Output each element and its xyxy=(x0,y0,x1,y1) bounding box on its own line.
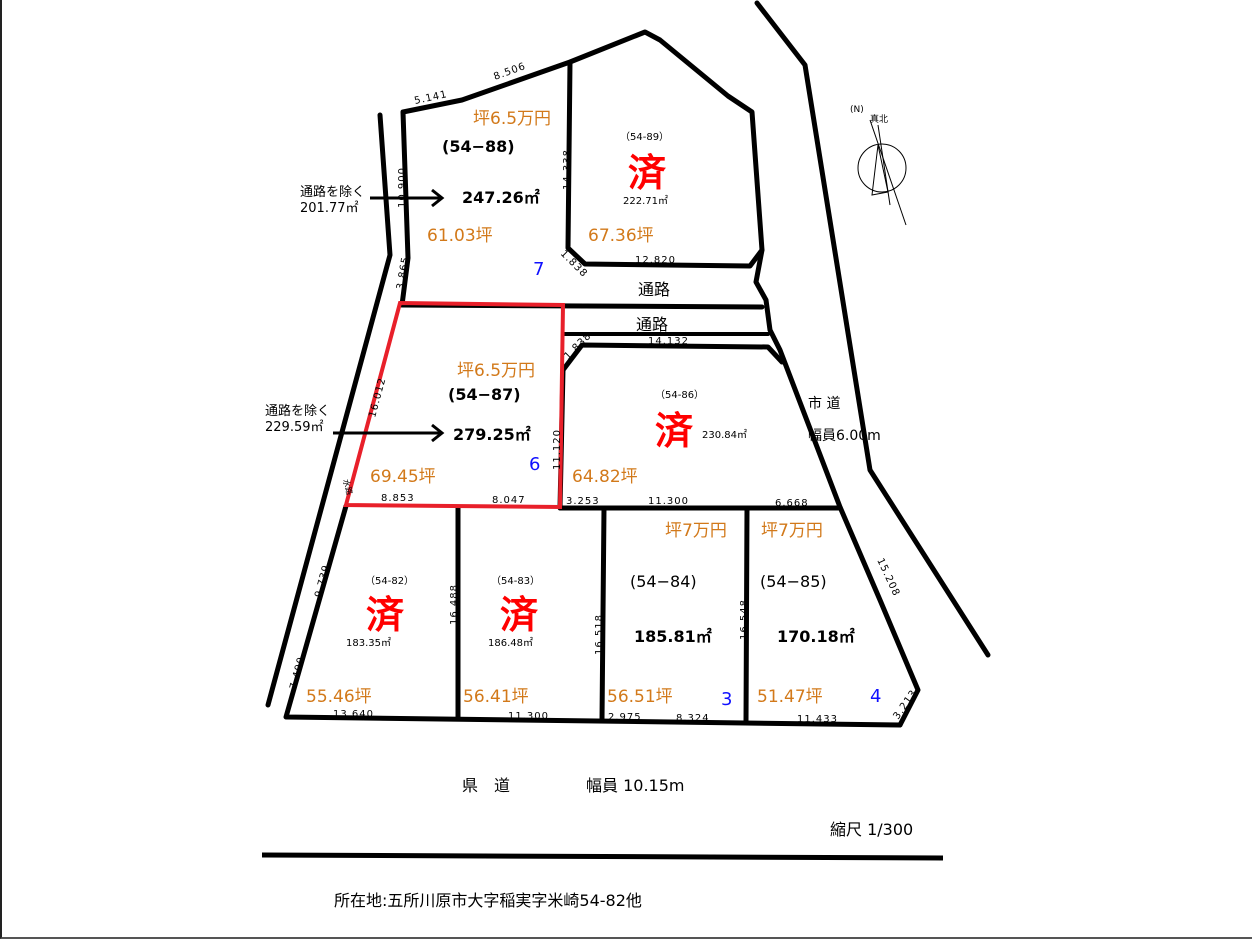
city-road-label: 市 道 xyxy=(808,395,840,412)
dim-label: 2.975 xyxy=(608,712,642,723)
dim-label: 6.668 xyxy=(775,498,809,509)
dim-label: 7.400 xyxy=(288,655,307,690)
lot-88-area: 247.26㎡ xyxy=(462,188,540,207)
dim-label: 11.433 xyxy=(797,714,838,725)
divider-83-84 xyxy=(599,505,607,723)
lot-88-boundary xyxy=(399,29,765,308)
lot-87-tsubo: 69.45坪 xyxy=(370,467,436,487)
arrow-right-icon xyxy=(333,423,445,443)
north-compass-icon: (N) 真北 xyxy=(850,105,907,226)
lot-87-number: 6 xyxy=(529,454,540,475)
lot-86-area: 230.84㎡ xyxy=(702,429,747,441)
lot-83-sold-mark: 済 xyxy=(500,593,539,637)
dim-label: 16.012 xyxy=(367,376,388,418)
pref-road-label: 県 道 xyxy=(462,776,510,795)
lot-boundary-right xyxy=(753,247,921,728)
lot-85-area: 170.18㎡ xyxy=(777,627,855,646)
lot-86-tsubo: 64.82坪 xyxy=(572,467,638,487)
lot-82-sold-mark: 済 xyxy=(366,593,405,637)
location-label: 所在地:五所川原市大字稲実字米崎54-82他 xyxy=(334,891,642,910)
waterway-label: 水路 xyxy=(341,478,355,496)
lot-86-boundary xyxy=(560,342,785,373)
lot-89-id: （54-89） xyxy=(620,131,669,143)
lot-85-tsubo: 51.47坪 xyxy=(757,687,823,707)
lot-87-excl-label: 通路を除く xyxy=(265,403,330,419)
dim-label: 10.900 xyxy=(397,167,408,208)
lot-87-id: (54−87) xyxy=(448,385,521,404)
lot-85-price: 坪7万円 xyxy=(761,521,823,541)
lot-88-excl-label: 通路を除く xyxy=(300,184,365,200)
lot-82-id: （54-82） xyxy=(365,575,414,587)
lot-89-tsubo: 67.36坪 xyxy=(588,226,654,246)
lot-88-tsubo: 61.03坪 xyxy=(427,226,493,246)
lot-89-sold-mark: 済 xyxy=(628,151,667,195)
lot-85-id: (54−85) xyxy=(760,572,827,591)
waterway-line-outer xyxy=(265,112,393,708)
lot-88-price: 坪6.5万円 xyxy=(473,109,551,129)
lot-87-excl-area: 229.59㎡ xyxy=(265,420,324,435)
lot-85-number: 4 xyxy=(870,686,881,707)
passage-label-1: 通路 xyxy=(638,280,670,299)
lot-82-tsubo: 55.46坪 xyxy=(306,687,372,707)
compass-true-north-label: 真北 xyxy=(870,113,888,125)
lot-84-id: (54−84) xyxy=(630,572,697,591)
lot-83-id: （54-83） xyxy=(491,575,540,587)
lot-87-price: 坪6.5万円 xyxy=(457,361,535,381)
lot-84-price: 坪7万円 xyxy=(665,521,727,541)
dim-label: 16.488 xyxy=(449,584,460,625)
dim-label: 16.518 xyxy=(594,614,605,655)
dim-label: 9.739 xyxy=(313,563,332,598)
dim-label: 11.300 xyxy=(508,711,549,722)
lot-86-id: （54-86） xyxy=(655,389,704,401)
lot-88-id: (54−88) xyxy=(442,137,515,156)
dim-label: 12.820 xyxy=(635,255,676,266)
lot-87-highlight[interactable] xyxy=(343,300,566,510)
dim-label: 16.548 xyxy=(739,599,750,640)
dim-label: 11.300 xyxy=(648,496,689,507)
city-road-width: 幅員6.00m xyxy=(808,428,881,444)
lot-89-area: 222.71㎡ xyxy=(623,195,668,207)
dim-label: 14.132 xyxy=(648,336,689,347)
dim-label: 8.324 xyxy=(676,713,710,724)
dim-label: 3.865 xyxy=(395,255,412,290)
dim-label: 8.047 xyxy=(492,495,526,506)
city-road-line xyxy=(754,0,991,658)
lot-88-excl-area: 201.77㎡ xyxy=(300,201,359,216)
lot-87-area: 279.25㎡ xyxy=(453,425,531,444)
compass-n-label: (N) xyxy=(850,105,864,115)
dim-label: 14.338 xyxy=(562,149,573,190)
passage-label-2: 通路 xyxy=(636,315,668,334)
pref-road-width: 幅員 10.15m xyxy=(586,776,684,795)
lot-86-sold-mark: 済 xyxy=(655,409,694,453)
lot-83-area: 186.48㎡ xyxy=(488,637,533,649)
bottom-row-boundary xyxy=(283,503,903,728)
dim-label: 3.253 xyxy=(566,496,600,507)
dim-label: 13.640 xyxy=(333,709,374,720)
lot-84-number: 3 xyxy=(721,689,732,710)
lot-84-area: 185.81㎡ xyxy=(634,627,712,646)
dim-label: 8.853 xyxy=(381,493,415,504)
scale-label: 縮尺 1/300 xyxy=(830,820,913,839)
lot-83-tsubo: 56.41坪 xyxy=(463,687,529,707)
divider-84-85 xyxy=(743,505,750,725)
lot-88-number: 7 xyxy=(533,259,544,280)
lot-82-area: 183.35㎡ xyxy=(346,637,391,649)
arrow-right-icon xyxy=(370,188,445,208)
bottom-rule xyxy=(261,852,944,861)
lot-84-tsubo: 56.51坪 xyxy=(607,687,673,707)
dim-label: 11.120 xyxy=(552,429,563,470)
